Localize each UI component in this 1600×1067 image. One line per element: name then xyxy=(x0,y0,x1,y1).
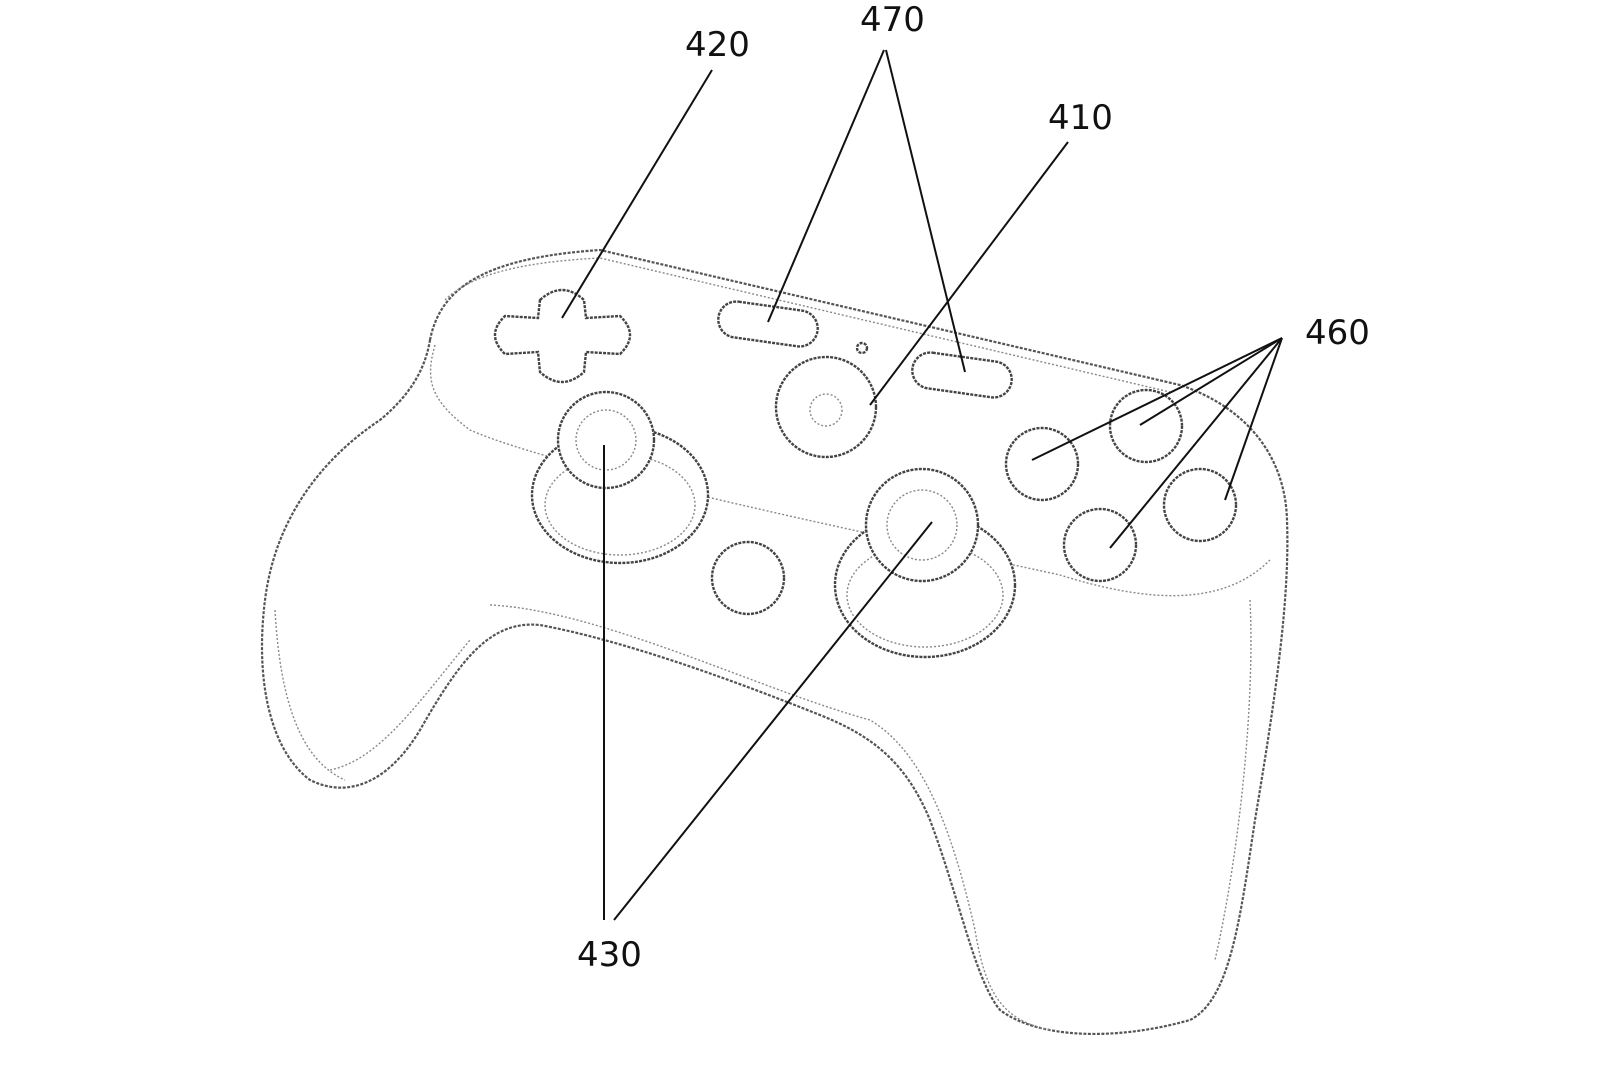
label-430: 430 xyxy=(577,935,642,975)
right-joystick xyxy=(833,467,1017,659)
left-joystick xyxy=(530,390,710,565)
controller-body xyxy=(260,248,1289,1036)
leader-lines xyxy=(561,49,1283,921)
label-460: 460 xyxy=(1305,313,1370,353)
label-410: 410 xyxy=(1048,98,1113,138)
center-button xyxy=(774,355,878,459)
label-470: 470 xyxy=(860,0,925,40)
dpad xyxy=(493,288,632,384)
face-buttons xyxy=(1004,388,1238,583)
side-buttons xyxy=(717,300,1013,399)
label-420: 420 xyxy=(685,25,750,65)
mic-button xyxy=(710,540,786,616)
